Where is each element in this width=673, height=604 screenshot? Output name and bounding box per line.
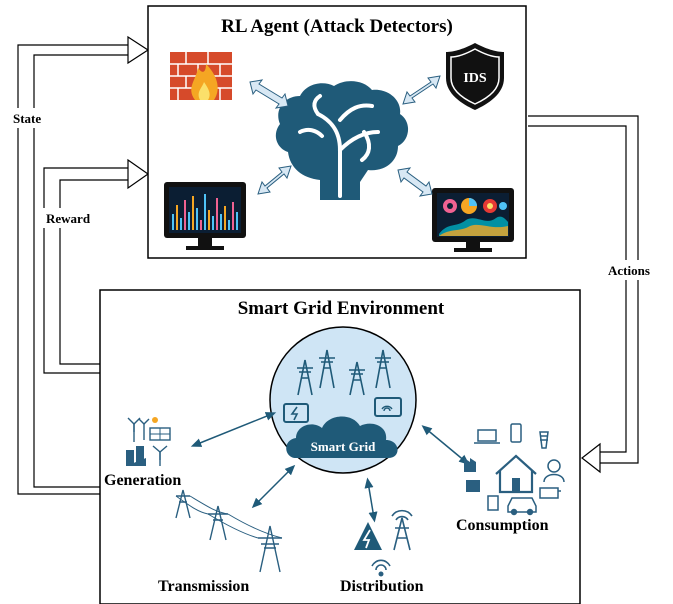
- actions-loop-arrow: [528, 115, 639, 474]
- monitor-dashboard-icon: [432, 188, 514, 252]
- generation-icon: [126, 417, 171, 466]
- brain-icon: [275, 81, 409, 200]
- monitor-chart-icon: [164, 182, 246, 250]
- state-label: State: [13, 111, 41, 126]
- state-loop-arrow: [17, 35, 150, 495]
- grid-link-arrows: [190, 412, 470, 523]
- smart-grid-hub: Smart Grid: [269, 326, 417, 474]
- agent-link-arrows: [249, 75, 441, 197]
- reward-loop-arrow: [43, 158, 150, 374]
- actions-label: Actions: [608, 263, 650, 278]
- distribution-label: Distribution: [340, 578, 424, 595]
- firewall-icon: [170, 52, 232, 100]
- cloud-icon: [286, 416, 398, 458]
- transmission-icon: [175, 489, 283, 573]
- wireless-screen-icon: [374, 397, 402, 417]
- rl-agent-title: RL Agent (Attack Detectors): [221, 16, 453, 37]
- consumption-label: Consumption: [456, 517, 549, 534]
- distribution-icon: [354, 509, 413, 577]
- transmission-label: Transmission: [158, 578, 249, 595]
- ids-label: IDS: [463, 71, 487, 86]
- smart-grid-label: Smart Grid: [311, 439, 376, 454]
- transmission-tower-icon: [297, 349, 391, 396]
- ids-shield-icon: IDS: [446, 43, 504, 110]
- generation-label: Generation: [104, 472, 181, 489]
- consumption-icon: [464, 423, 565, 516]
- tablet-lightning-icon: [283, 403, 309, 423]
- reward-label: Reward: [46, 211, 91, 226]
- environment-title: Smart Grid Environment: [238, 298, 445, 319]
